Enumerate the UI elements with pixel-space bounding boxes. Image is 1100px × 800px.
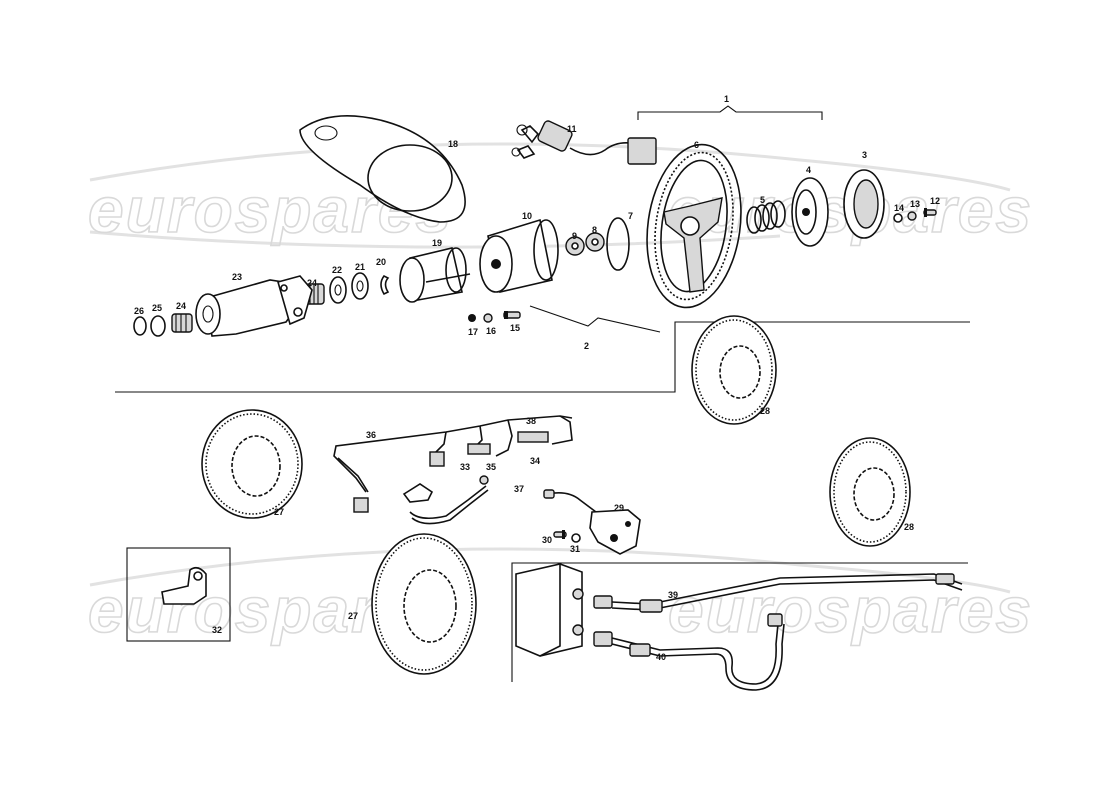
- servo-unit: [515, 563, 584, 657]
- bearing-24-left: [171, 313, 193, 333]
- callout-29: 29: [614, 503, 624, 513]
- circlip-7: [606, 217, 630, 271]
- sleeve: [399, 247, 471, 303]
- washer-31: [571, 533, 581, 543]
- bracket-32: [161, 566, 207, 605]
- callout-15: 15: [510, 323, 520, 333]
- brake-disc-27-left: [201, 409, 303, 519]
- callout-12: 12: [930, 196, 940, 206]
- callout-23: 23: [232, 272, 242, 282]
- screw-15: [503, 311, 521, 319]
- washer-22: [329, 276, 347, 304]
- section-dividers: [115, 321, 970, 682]
- callout-27-left: 27: [274, 507, 284, 517]
- callout-37: 37: [514, 484, 524, 494]
- callout-38: 38: [526, 416, 536, 426]
- cover-shroud: [299, 115, 466, 223]
- washer-26: [133, 316, 147, 336]
- hub-boss: [479, 218, 559, 293]
- star-washer-8: [585, 232, 605, 252]
- switch-bracket-29: [543, 489, 641, 555]
- callout-1: 1: [724, 94, 729, 104]
- callout-labels: 1 2 3 4 5 6 7 8 9 10 11 12 13 14 15 16 1…: [134, 94, 940, 662]
- callout-35: 35: [486, 462, 496, 472]
- brake-disc-28-right: [829, 437, 911, 547]
- steering-wheel: [646, 143, 742, 309]
- watermark-text-bottom-right: eurospares: [668, 574, 1033, 646]
- clip-20: [380, 274, 390, 296]
- washer-25: [150, 315, 166, 337]
- screw-12: [923, 208, 937, 217]
- callout-18: 18: [448, 139, 458, 149]
- callout-39: 39: [668, 590, 678, 600]
- watermark-top: eurospares eurospares: [87, 142, 1032, 249]
- callout-25: 25: [152, 303, 162, 313]
- callout-32: 32: [212, 625, 222, 635]
- nut-17: [468, 314, 476, 322]
- bracket-1: [637, 105, 823, 120]
- callout-22: 22: [332, 265, 342, 275]
- callout-20: 20: [376, 257, 386, 267]
- callout-11: 11: [567, 124, 577, 134]
- column-housing: [195, 275, 313, 337]
- callout-3: 3: [862, 150, 867, 160]
- bracket-2: [529, 305, 661, 333]
- callout-28-top: 28: [760, 406, 770, 416]
- washer-13: [907, 211, 917, 221]
- callout-28-right: 28: [904, 522, 914, 532]
- horn-plate-4: [791, 177, 829, 247]
- callout-21: 21: [355, 262, 365, 272]
- horn-cap-3: [843, 169, 885, 239]
- callout-2: 2: [584, 341, 589, 351]
- callout-24-right: 24: [307, 278, 317, 288]
- callout-7: 7: [628, 211, 633, 221]
- brake-disc-27-bottom: [371, 533, 477, 675]
- brake-disc-28-top: [691, 315, 777, 425]
- callout-4: 4: [806, 165, 811, 175]
- hose-40: [593, 613, 785, 691]
- callout-40: 40: [656, 652, 666, 662]
- washer-14: [893, 213, 903, 223]
- screw-30: [553, 530, 567, 539]
- callout-6: 6: [694, 140, 699, 150]
- spring-5: [746, 200, 786, 234]
- callout-16: 16: [486, 326, 496, 336]
- callout-30: 30: [542, 535, 552, 545]
- callout-10: 10: [522, 211, 532, 221]
- callout-26: 26: [134, 306, 144, 316]
- callout-5: 5: [760, 195, 765, 205]
- callout-19: 19: [432, 238, 442, 248]
- callout-17: 17: [468, 327, 478, 337]
- callout-33: 33: [460, 462, 470, 472]
- callout-36: 36: [366, 430, 376, 440]
- washer-21: [351, 272, 369, 300]
- callout-24-left: 24: [176, 301, 186, 311]
- callout-31: 31: [570, 544, 580, 554]
- washer-16: [483, 313, 493, 323]
- callout-8: 8: [592, 225, 597, 235]
- hose-39: [593, 573, 963, 613]
- ignition-switch: [511, 120, 657, 165]
- callout-13: 13: [910, 199, 920, 209]
- callout-27-bottom: 27: [348, 611, 358, 621]
- callout-9: 9: [572, 231, 577, 241]
- callout-34: 34: [530, 456, 540, 466]
- brake-pipe-assembly: [333, 415, 573, 525]
- star-washer-9: [565, 236, 585, 256]
- callout-14: 14: [894, 203, 904, 213]
